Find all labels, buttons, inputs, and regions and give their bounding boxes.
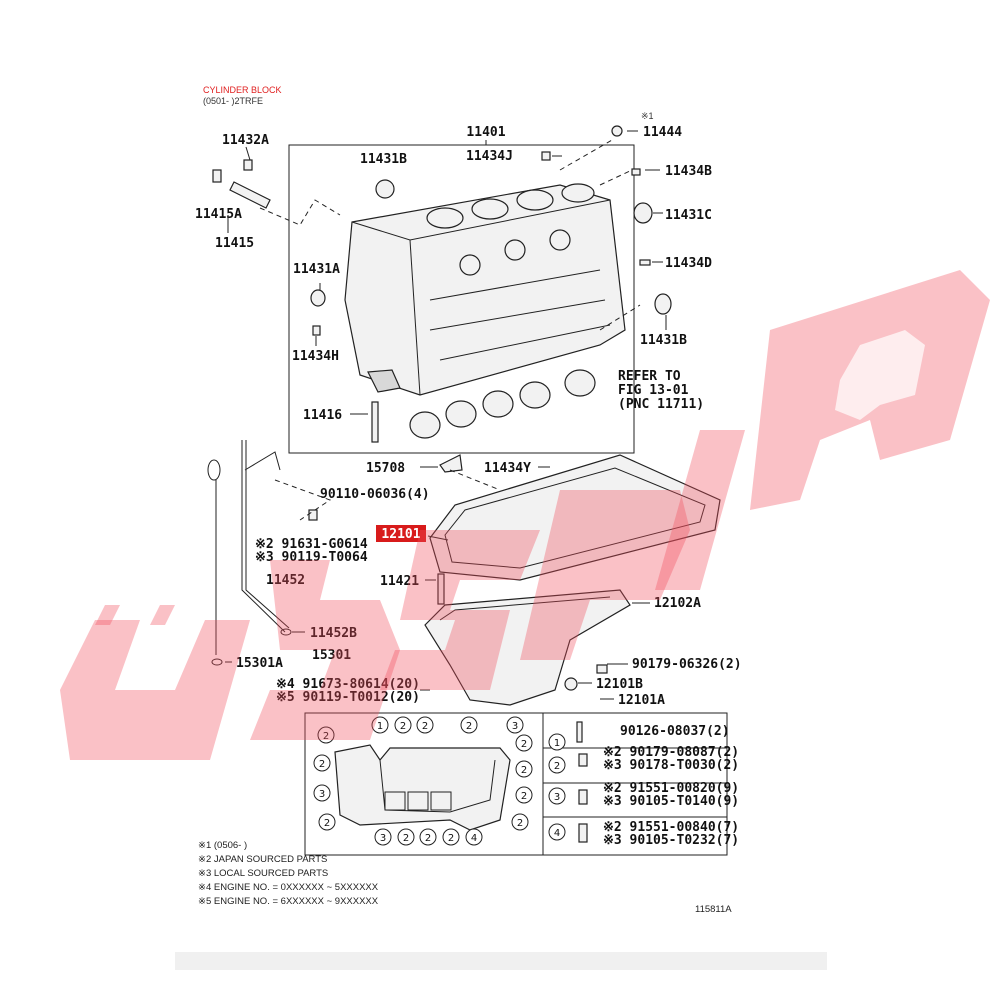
note-4: ※4 ENGINE NO. = 0XXXXXX ~ 5XXXXXX	[198, 882, 379, 893]
label-11434J: 11434J	[466, 149, 513, 164]
pan-callout-top-2: 2	[400, 721, 406, 732]
label-11434B: 11434B	[665, 164, 712, 179]
label-11416: 11416	[303, 408, 342, 423]
label-11434D: 11434D	[665, 256, 712, 271]
label-11434H: 11434H	[292, 349, 339, 364]
bolt-table-1-line1: 90126-08037(2)	[620, 724, 730, 739]
highlighted-part-12101[interactable]: 12101	[376, 525, 426, 542]
block-frame	[288, 144, 635, 454]
oil-pan-gasket-drawing	[429, 454, 721, 581]
part-labels: 11401 11432A ※1 11444 11431B 11434J 1143…	[195, 111, 742, 708]
bolt-layout-box: 1 2 2 2 3 3 2 2 2 4 2 2 3 2 2 2 2 2 1 90…	[304, 712, 739, 856]
pan-callout-right-2: 2	[521, 765, 527, 776]
pan-callout-right-4: 2	[517, 818, 523, 829]
bolt-table-4-line1: ※2 91551-00840(7)	[603, 820, 739, 835]
label-11431B-right: 11431B	[640, 333, 687, 348]
pan-callout-left-3: 3	[319, 789, 325, 800]
note-3: ※3 LOCAL SOURCED PARTS	[198, 868, 328, 879]
label-12101A: 12101A	[618, 693, 665, 708]
bolt-table-num-3: 3	[554, 792, 560, 803]
label-11432A: 11432A	[222, 133, 269, 148]
refer-to-line3: (PNC 11711)	[618, 397, 704, 412]
pan-callout-left-4: 2	[324, 818, 330, 829]
pan-callout-right-3: 2	[521, 791, 527, 802]
refer-to-line2: FIG 13-01	[618, 383, 689, 398]
pan-callout-bottom-1: 3	[380, 833, 386, 844]
label-91631-G0614: ※2 91631-G0614	[255, 537, 368, 552]
diagram-title: CYLINDER BLOCK	[203, 85, 282, 95]
footnotes: ※1 (0506- ) ※2 JAPAN SOURCED PARTS ※3 LO…	[198, 840, 379, 907]
label-11444-note: ※1	[641, 111, 654, 121]
label-11401: 11401	[466, 125, 505, 140]
label-90119-T0012: ※5 90119-T0012(20)	[276, 690, 420, 705]
bolt-table-num-2: 2	[554, 761, 560, 772]
pan-callout-bottom-5: 4	[471, 833, 477, 844]
bolt-table-3-line1: ※2 91551-00820(9)	[603, 781, 739, 796]
leader-lines	[225, 130, 667, 700]
bolt-table-2-line2: ※3 90178-T0030(2)	[603, 758, 739, 773]
plug-11431B	[375, 179, 395, 199]
refer-to-line1: REFER TO	[618, 369, 681, 384]
note-2: ※2 JAPAN SOURCED PARTS	[198, 854, 327, 865]
label-11415A: 11415A	[195, 207, 242, 222]
oil-pan-drawing	[424, 589, 631, 706]
label-90119-T0064: ※3 90119-T0064	[255, 550, 368, 565]
label-11431B-top: 11431B	[360, 152, 407, 167]
main-bearings	[409, 369, 596, 439]
cylinder-block-drawing	[344, 183, 626, 396]
pan-callout-top-5: 3	[512, 721, 518, 732]
bolt-11416	[371, 401, 379, 443]
label-11431A: 11431A	[293, 262, 340, 277]
label-11444: 11444	[643, 125, 682, 140]
pan-callout-left-2: 2	[319, 759, 325, 770]
pan-callout-top-1: 1	[377, 721, 383, 732]
label-11415: 11415	[215, 236, 254, 251]
diagram-code: 115811A	[695, 904, 732, 915]
label-91673-80614: ※4 91673-80614(20)	[276, 677, 420, 692]
label-15708: 15708	[366, 461, 405, 476]
pan-callout-top-4: 2	[466, 721, 472, 732]
label-11452: 11452	[266, 573, 305, 588]
pan-callout-left-1: 2	[323, 731, 329, 742]
label-11421: 11421	[380, 574, 419, 589]
footer-bar	[175, 952, 827, 970]
bolt-table-num-4: 4	[554, 828, 560, 839]
dipstick-drawing	[207, 440, 292, 666]
label-90179-06326: 90179-06326(2)	[632, 657, 742, 672]
label-15301A: 15301A	[236, 656, 283, 671]
label-11434Y: 11434Y	[484, 461, 531, 476]
note-5: ※5 ENGINE NO. = 6XXXXXX ~ 9XXXXXX	[198, 896, 379, 907]
pan-callout-bottom-2: 2	[403, 833, 409, 844]
note-1: ※1 (0506- )	[198, 840, 247, 851]
watermark-logo	[60, 270, 990, 760]
label-15301: 15301	[312, 648, 351, 663]
bolt-table-2-line1: ※2 90179-08087(2)	[603, 745, 739, 760]
pan-callout-bottom-3: 2	[425, 833, 431, 844]
label-90110-06036: 90110-06036(4)	[320, 487, 430, 502]
label-12102A: 12102A	[654, 596, 701, 611]
label-11452B: 11452B	[310, 626, 357, 641]
bolt-table-num-1: 1	[554, 738, 560, 749]
dashed-guides	[259, 139, 641, 521]
pan-callout-right-1: 2	[521, 739, 527, 750]
pan-callout-bottom-4: 2	[448, 833, 454, 844]
highlighted-part-label: 12101	[381, 527, 420, 542]
bolt-table-4-line2: ※3 90105-T0232(7)	[603, 833, 739, 848]
pan-callout-top-3: 2	[422, 721, 428, 732]
bolt-table-3-line2: ※3 90105-T0140(9)	[603, 794, 739, 809]
stud-11421	[437, 573, 445, 605]
label-12101B: 12101B	[596, 677, 643, 692]
label-11431C: 11431C	[665, 208, 712, 223]
diagram-subtitle: (0501- )2TRFE	[203, 96, 263, 106]
